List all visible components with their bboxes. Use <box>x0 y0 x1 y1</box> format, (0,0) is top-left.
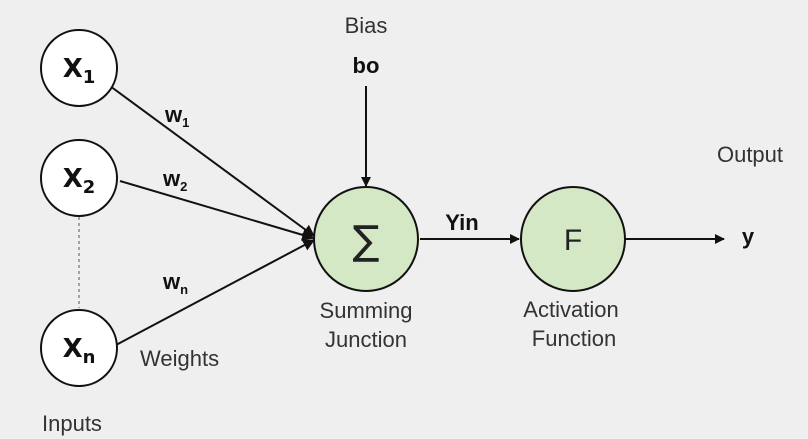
summing-junction-label-line2: Junction <box>325 327 407 352</box>
input-node-xn-main: X <box>63 334 83 364</box>
output-value: y <box>742 224 755 249</box>
input-node-x1: X1 <box>40 29 118 107</box>
summing-junction-node: ∑ <box>313 186 419 292</box>
weight-label-w1: w1 <box>164 102 189 130</box>
weight-label-w2: w2 <box>162 166 187 194</box>
input-node-xn: Xn <box>40 309 118 387</box>
svg-text:X1: X1 <box>63 54 96 88</box>
input-node-xn-sub: n <box>83 347 96 368</box>
inputs-caption: Inputs <box>42 411 102 436</box>
yin-label: Yin <box>445 210 478 235</box>
input-node-x2-main: X <box>63 164 83 194</box>
weight-w1-main: w <box>164 102 183 127</box>
summing-junction-label-line1: Summing <box>320 298 413 323</box>
activation-label-line1: Activation <box>523 297 618 322</box>
weight-label-wn: wn <box>162 269 188 297</box>
connection-x1-to-sum <box>109 85 315 237</box>
input-node-x1-sub: 1 <box>83 67 96 88</box>
input-node-x2-sub: 2 <box>83 177 96 198</box>
bias-value: bo <box>353 53 380 78</box>
weight-wn-sub: n <box>180 282 188 297</box>
svg-text:Xn: Xn <box>63 334 96 368</box>
weights-caption: Weights <box>140 346 219 371</box>
sigma-symbol: ∑ <box>353 218 380 264</box>
connection-xn-to-sum <box>115 239 316 346</box>
weight-w1-sub: 1 <box>182 115 189 130</box>
svg-text:X2: X2 <box>63 164 96 198</box>
connection-x2-to-sum <box>119 180 315 241</box>
bias-caption: Bias <box>345 13 388 38</box>
activation-label-line2: Function <box>532 326 616 351</box>
activation-function-node: F <box>520 186 626 292</box>
input-node-x1-main: X <box>63 54 83 84</box>
weight-w2-sub: 2 <box>180 179 187 194</box>
input-node-x2: X2 <box>40 139 118 217</box>
output-caption: Output <box>717 142 783 167</box>
weight-wn-main: w <box>162 269 181 294</box>
activation-symbol: F <box>564 224 582 257</box>
weight-w2-main: w <box>162 166 181 191</box>
